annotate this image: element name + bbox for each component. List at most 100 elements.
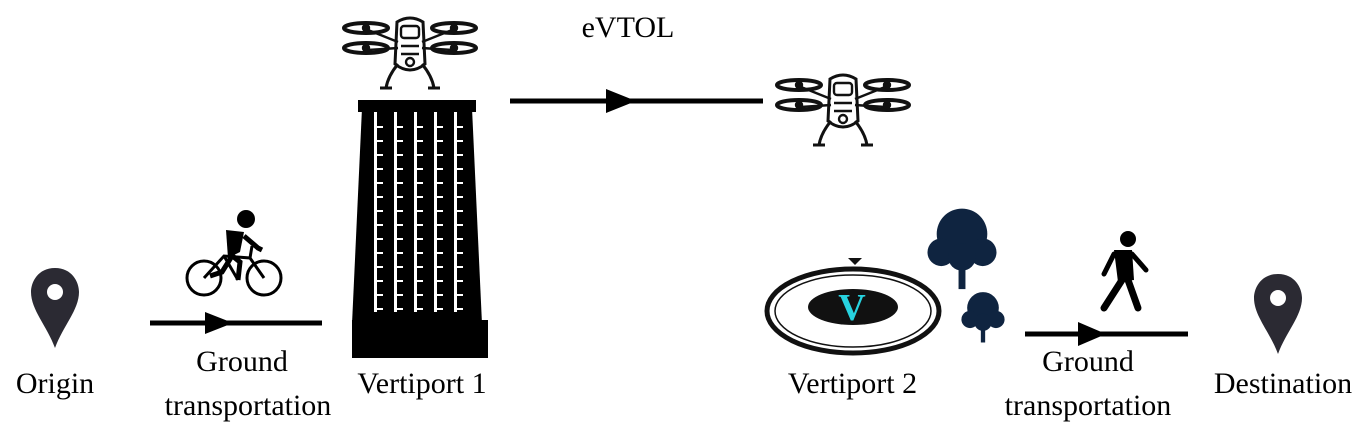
drone-icon-top [342, 16, 478, 90]
evtol-label: eVTOL [581, 11, 675, 44]
window-sill [437, 210, 443, 212]
window-sill [437, 196, 443, 198]
window-sill [417, 280, 423, 282]
window-sill [377, 140, 383, 142]
window-sill [397, 266, 403, 268]
window-sill [457, 154, 463, 156]
window-sill [437, 252, 443, 254]
evtol-flight-arrow [510, 89, 763, 113]
window-sill [397, 154, 403, 156]
destination-label: Destination [1213, 367, 1353, 400]
window-sill [397, 280, 403, 282]
window-column [454, 112, 457, 312]
window-sill [457, 266, 463, 268]
window-sill [437, 168, 443, 170]
window-sill [417, 126, 423, 128]
window-sill [377, 308, 383, 310]
vertiport2-label: Vertiport 2 [787, 367, 918, 400]
ground-label-1-line2: transportation [164, 389, 332, 422]
window-sill [437, 154, 443, 156]
window-column [434, 112, 437, 312]
window-sill [397, 210, 403, 212]
window-sill [397, 294, 403, 296]
destination-pin-icon [1254, 274, 1302, 354]
window-sill [437, 238, 443, 240]
window-sill [457, 224, 463, 226]
window-sill [437, 266, 443, 268]
bicycle-icon [185, 210, 283, 297]
window-sill [377, 196, 383, 198]
window-sill [397, 252, 403, 254]
window-sill [457, 182, 463, 184]
drone-icon-flying [775, 73, 911, 147]
window-sill [377, 266, 383, 268]
window-sill [417, 238, 423, 240]
window-sill [377, 238, 383, 240]
window-sill [457, 252, 463, 254]
window-sill [397, 140, 403, 142]
window-sill [457, 140, 463, 142]
window-sill [457, 168, 463, 170]
window-sill [437, 140, 443, 142]
window-sill [377, 126, 383, 128]
window-sill [457, 196, 463, 198]
window-sill [457, 280, 463, 282]
window-sill [457, 308, 463, 310]
tree-icon-large [927, 208, 997, 290]
origin-label: Origin [15, 367, 95, 400]
window-sill [437, 182, 443, 184]
window-sill [417, 168, 423, 170]
window-sill [397, 238, 403, 240]
window-column [374, 112, 377, 312]
window-sill [437, 294, 443, 296]
ground-label-1-line1: Ground [196, 345, 288, 378]
building-windows [374, 112, 463, 312]
window-sill [377, 182, 383, 184]
window-sill [457, 238, 463, 240]
window-sill [417, 210, 423, 212]
window-sill [397, 308, 403, 310]
helipad-letter: V [838, 287, 866, 329]
window-sill [377, 252, 383, 254]
ground-label-2-line2: transportation [1004, 389, 1172, 422]
window-sill [457, 294, 463, 296]
window-sill [417, 154, 423, 156]
ground-arrow-1 [150, 312, 322, 334]
window-sill [397, 168, 403, 170]
window-sill [377, 280, 383, 282]
vertiport1-label: Vertiport 1 [357, 367, 487, 400]
ground-label-2-line1: Ground [1042, 345, 1134, 378]
window-sill [377, 224, 383, 226]
window-sill [417, 196, 423, 198]
window-sill [417, 182, 423, 184]
window-sill [437, 308, 443, 310]
window-sill [397, 224, 403, 226]
window-column [394, 112, 397, 312]
window-sill [417, 266, 423, 268]
ground-arrow-2 [1025, 322, 1188, 346]
tree-icon-small [961, 292, 1005, 343]
window-sill [377, 154, 383, 156]
window-sill [437, 126, 443, 128]
window-sill [397, 126, 403, 128]
window-sill [457, 210, 463, 212]
helipad-icon [764, 258, 942, 356]
window-sill [397, 196, 403, 198]
window-sill [457, 126, 463, 128]
walking-person-icon [1100, 231, 1149, 312]
window-column [414, 112, 417, 312]
building-icon [352, 100, 488, 358]
window-sill [417, 224, 423, 226]
window-sill [377, 210, 383, 212]
window-sill [437, 280, 443, 282]
origin-pin-icon [31, 268, 79, 348]
window-sill [397, 182, 403, 184]
window-sill [417, 308, 423, 310]
window-sill [377, 294, 383, 296]
window-sill [417, 140, 423, 142]
window-sill [377, 168, 383, 170]
window-sill [417, 252, 423, 254]
window-sill [417, 294, 423, 296]
